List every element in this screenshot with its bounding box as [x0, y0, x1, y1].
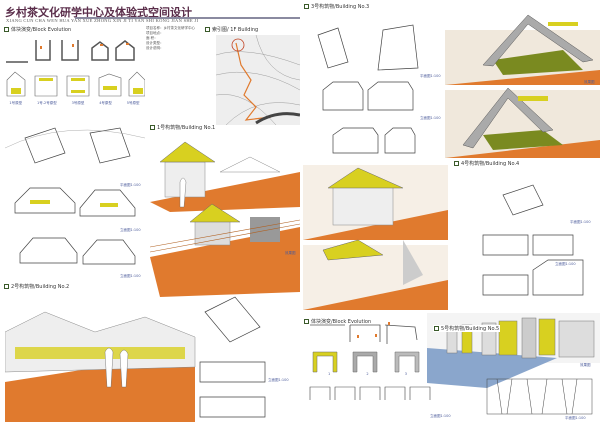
section-building1: 1号构筑物/Building No.1	[150, 124, 215, 131]
building4-drawings	[303, 165, 584, 310]
evolution-caption: 5号原型	[126, 101, 140, 105]
section-label: 体块演变/Block Evolution	[11, 27, 72, 33]
info-line: 设计说明：	[146, 46, 164, 50]
section-building4: 4号构筑物/Building No.4	[454, 160, 519, 167]
site-map	[216, 35, 300, 125]
plan-caption: 平面图1:100	[565, 416, 586, 420]
evolution-outlines	[6, 40, 135, 63]
elevation-caption: 立面图1:100	[555, 262, 576, 266]
step-number: 2	[366, 372, 369, 376]
section-label: 体块演变/Block Evolution	[311, 319, 372, 325]
info-line: 面 积：	[146, 36, 158, 40]
section-site: 索引图/ 1F Building	[205, 26, 258, 33]
building3-drawings	[317, 14, 600, 158]
section-building5: 5号构筑物/Building No.5	[433, 325, 501, 332]
checkbox-icon	[4, 27, 9, 32]
step-number: 1	[328, 372, 331, 376]
project-info: 项目名称：乡村茶文化研学中心 项目地点： 面 积： 设计类型： 设计说明：	[146, 26, 195, 51]
render-caption: 效果图	[580, 363, 591, 367]
building1-renders	[150, 141, 300, 297]
evolution-models	[6, 71, 145, 97]
evolution-caption: 3号原型	[71, 101, 85, 105]
step-number: 3	[404, 372, 407, 376]
render-caption: 效果图	[285, 251, 296, 255]
step-numbers: 1 2 3	[310, 372, 425, 376]
evolution-caption: 1号原型	[9, 101, 23, 105]
elevation-caption: 立面图1:100	[420, 116, 441, 120]
info-line: 项目名称：乡村茶文化研学中心	[146, 26, 195, 30]
section-block-evolution-2: 体块演变/Block Evolution	[304, 318, 371, 325]
section-label: 2号构筑物/Building No.2	[11, 284, 70, 290]
elevation-caption: 立面图1:100	[430, 414, 451, 418]
checkbox-icon	[304, 319, 309, 324]
plan-caption: 平面图1:100	[120, 183, 141, 187]
poster-subtitle: XIANG CUN CHA WEN HUA YAN XUE ZHONG XIN …	[6, 18, 199, 23]
elevation-caption: 立面图1:100	[120, 228, 141, 232]
plan-caption: 平面图1:100	[420, 74, 441, 78]
info-line: 设计类型：	[146, 41, 164, 45]
section-label: 索引图/ 1F Building	[212, 27, 259, 33]
building2-drawings	[5, 296, 266, 422]
checkbox-icon	[304, 4, 309, 9]
evolution-captions: 1号原型 1号-2号原型 3号原型 4号原型 5号原型	[2, 101, 147, 106]
title-rule	[75, 17, 300, 19]
building1-drawings	[5, 127, 145, 265]
section-label: 3号构筑物/Building No.3	[311, 4, 370, 10]
section-label: 4号构筑物/Building No.4	[461, 161, 520, 167]
checkbox-icon	[454, 161, 459, 166]
elevation-caption: 立面图1:100	[268, 378, 289, 382]
plan-caption: 平面图1:100	[570, 220, 591, 224]
building5-drawings	[427, 313, 600, 415]
checkbox-icon	[4, 284, 9, 289]
evolution2-sketches	[309, 322, 431, 400]
section-label: 1号构筑物/Building No.1	[157, 125, 216, 131]
evolution-caption: 4号原型	[99, 101, 112, 105]
info-line: 项目地点：	[146, 31, 164, 35]
checkbox-icon	[205, 27, 210, 32]
poster-title: 乡村茶文化研学中心及体验式空间设计	[5, 6, 192, 19]
section-building3: 3号构筑物/Building No.3	[304, 3, 369, 10]
section-label: 5号构筑物/Building No.5	[441, 326, 500, 332]
evolution-caption: 1号-2号原型	[37, 101, 57, 105]
section-building2: 2号构筑物/Building No.2	[4, 283, 69, 290]
section-block-evolution: 体块演变/Block Evolution	[4, 26, 71, 33]
elevation-caption: 立面图1:100	[120, 274, 141, 278]
checkbox-icon	[434, 326, 439, 331]
render-caption: 效果图	[584, 80, 595, 84]
checkbox-icon	[150, 125, 155, 130]
